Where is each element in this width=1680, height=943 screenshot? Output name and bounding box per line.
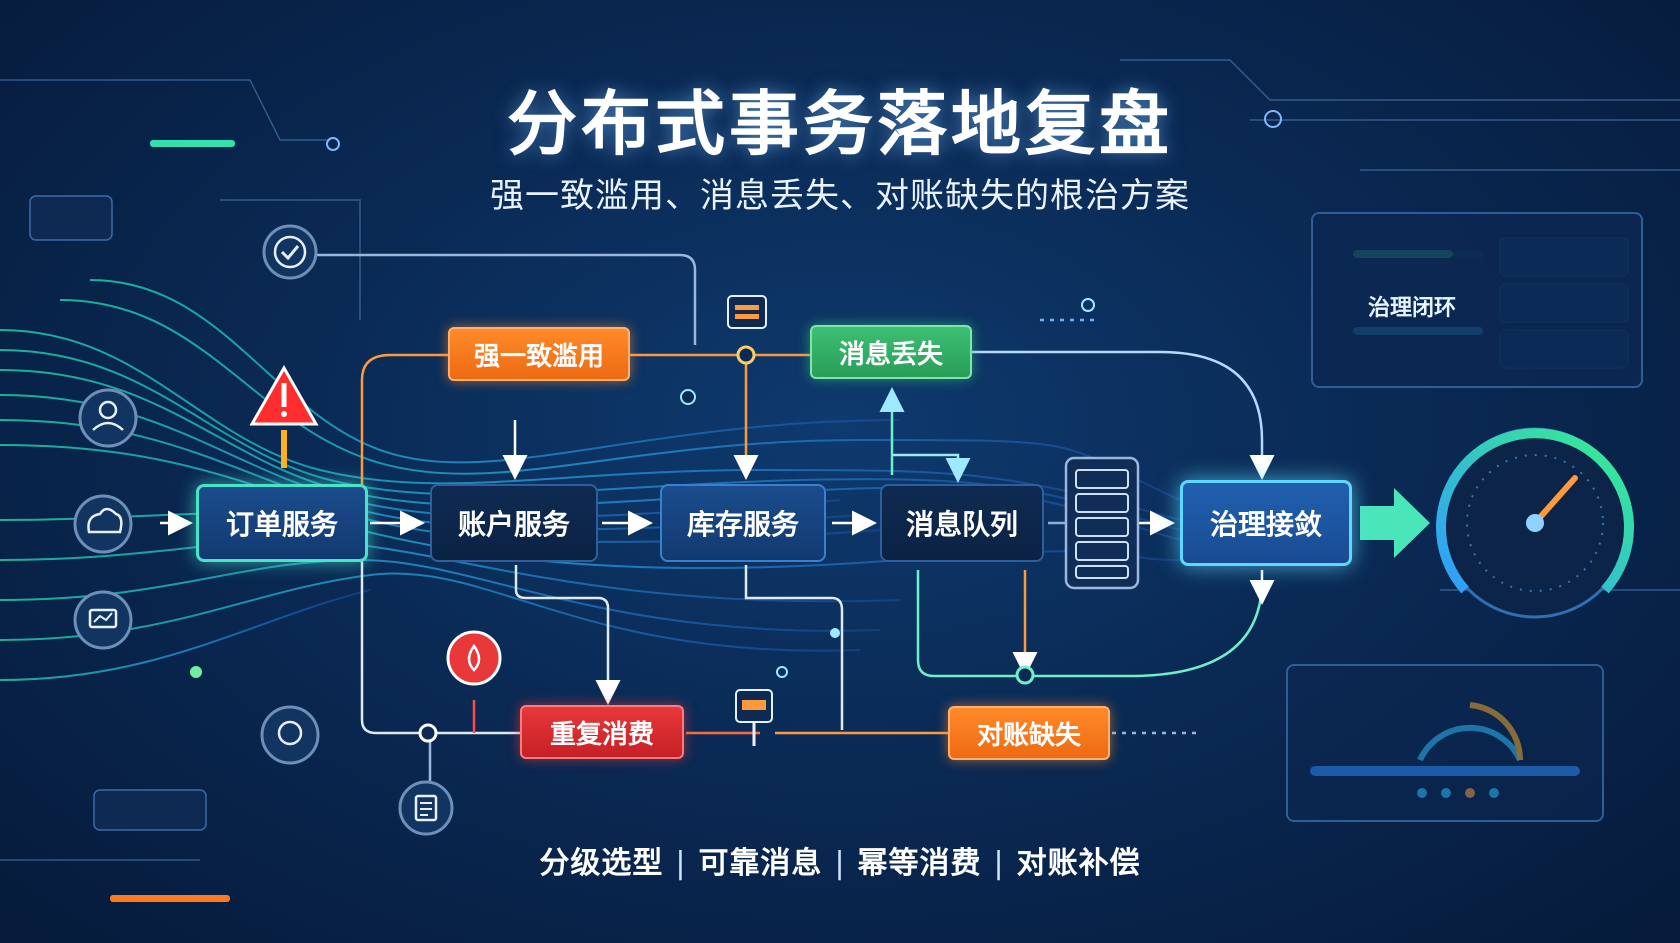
issue-reconciliation-missing: 对账缺失 — [948, 706, 1110, 760]
junction-dots — [190, 298, 1095, 743]
connectors — [160, 253, 1275, 800]
page-subtitle: 强一致滥用、消息丢失、对账缺失的根治方案 — [490, 176, 1190, 216]
service-order: 订单服务 — [196, 484, 368, 562]
issue-strong-consistency: 强一致滥用 — [448, 327, 630, 381]
cloud-user-icon — [73, 494, 133, 554]
governance-loop-label: 治理闭环 — [1368, 296, 1457, 321]
pin-icon — [260, 705, 320, 765]
keyword-tiered-selection: 分级选型 — [539, 846, 664, 881]
service-inventory: 库存服务 — [660, 484, 826, 562]
accent-bar — [110, 895, 230, 902]
check-circle-icon — [262, 224, 318, 280]
keyword-separator: | — [675, 846, 687, 881]
issue-duplicate-consumption: 重复消费 — [520, 705, 684, 759]
issue-message-loss: 消息丢失 — [810, 325, 972, 379]
warning-icon — [249, 364, 319, 468]
page-title: 分布式事务落地复盘 — [507, 83, 1173, 165]
router-icon — [727, 295, 767, 329]
service-account: 账户服务 — [430, 484, 598, 562]
keyword-separator: | — [993, 846, 1005, 881]
governance-loop-panel — [1311, 212, 1643, 388]
alert-icon — [446, 630, 502, 686]
keyword-reliable-message: 可靠消息 — [698, 846, 823, 881]
service-message-queue: 消息队列 — [880, 484, 1044, 562]
keyword-reconciliation-compensation: 对账补偿 — [1016, 846, 1141, 881]
arrow-right-icon — [1360, 488, 1430, 558]
node-dot — [326, 137, 340, 151]
mini-chip — [29, 195, 113, 241]
keyword-separator: | — [834, 846, 846, 881]
keyword-idempotent-consumption: 幂等消费 — [857, 846, 982, 881]
server-stack-icon — [1064, 456, 1140, 590]
node-dot — [1264, 110, 1282, 128]
plug-icon — [735, 689, 773, 746]
monitor-icon — [73, 590, 133, 650]
document-icon — [398, 780, 454, 836]
accent-bar — [150, 140, 235, 147]
monitoring-panel — [1286, 664, 1604, 822]
keyword-row: 分级选型 | 可靠消息 | 幂等消费 | 对账补偿 — [0, 838, 1680, 882]
gauge-icon — [1436, 427, 1634, 619]
mini-chip — [93, 789, 207, 831]
user-icon — [78, 388, 138, 448]
service-governance: 治理接敛 — [1180, 480, 1352, 566]
